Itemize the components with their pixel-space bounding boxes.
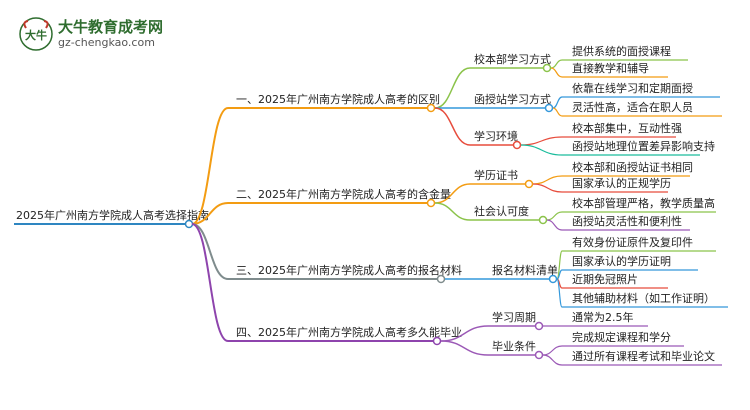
branch-1-child-2-label[interactable]: 函授站学习方式 [474, 92, 551, 106]
svg-text:大牛: 大牛 [25, 28, 47, 42]
leaf-label[interactable]: 通过所有课程考试和毕业论文 [572, 349, 715, 363]
branch-2-child-2-collapse-dot[interactable] [538, 215, 548, 225]
child-connector [434, 107, 471, 146]
branch-4-child-2-label[interactable]: 毕业条件 [492, 339, 536, 353]
leaf-connector [546, 219, 563, 231]
leaf-label[interactable]: 完成规定课程和学分 [572, 330, 671, 344]
branch-connector [191, 107, 229, 225]
branch-1-child-1-collapse-dot[interactable] [542, 63, 552, 73]
leaf-label[interactable]: 函授站地理位置差异影响支持 [572, 139, 715, 153]
branch-4-child-1-collapse-dot[interactable] [534, 321, 544, 331]
leaf-label[interactable]: 国家承认的正规学历 [572, 176, 671, 190]
leaf-connector [556, 278, 563, 308]
leaf-label[interactable]: 直接教学和辅导 [572, 61, 649, 75]
logo-url: gz-chengkao.com [58, 36, 155, 49]
child-connector [434, 67, 471, 109]
leaf-connector [542, 354, 563, 366]
leaf-connector [546, 211, 563, 221]
branch-1-collapse-dot[interactable] [426, 103, 436, 113]
branch-2-child-2-label[interactable]: 社会认可度 [474, 204, 529, 218]
leaf-label[interactable]: 依靠在线学习和定期面授 [572, 81, 693, 95]
branch-connector [191, 202, 229, 225]
branch-connector [191, 223, 229, 280]
leaf-label[interactable]: 有效身份证原件及复印件 [572, 235, 693, 249]
child-connector [440, 340, 489, 356]
bull-logo-icon: 大牛 [19, 17, 53, 51]
leaf-label[interactable]: 校本部集中，互动性强 [572, 121, 682, 135]
root-node-label[interactable]: 2025年广州南方学院成人高考选择指南 [16, 208, 209, 222]
leaf-label[interactable]: 国家承认的学历证明 [572, 254, 671, 268]
branch-2-collapse-dot[interactable] [426, 198, 436, 208]
branch-3-label[interactable]: 三、2025年广州南方学院成人高考的报名材料 [236, 263, 462, 277]
branch-connector [191, 223, 229, 342]
branch-4-collapse-dot[interactable] [432, 336, 442, 346]
branch-1-child-2-collapse-dot[interactable] [544, 103, 554, 113]
leaf-connector [542, 345, 563, 356]
leaf-connector [550, 67, 563, 78]
branch-3-child-1-label[interactable]: 报名材料清单 [492, 263, 558, 277]
branch-3-child-1-collapse-dot[interactable] [548, 274, 558, 284]
leaf-connector [520, 144, 563, 156]
leaf-label[interactable]: 校本部管理严格，教学质量高 [572, 196, 715, 210]
branch-1-child-1-label[interactable]: 校本部学习方式 [474, 52, 551, 66]
logo-title: 大牛教育成考网 [58, 18, 164, 36]
branch-2-child-1-collapse-dot[interactable] [524, 179, 534, 189]
leaf-label[interactable]: 其他辅助材料（如工作证明） [572, 291, 715, 305]
leaf-label[interactable]: 通常为2.5年 [572, 310, 634, 324]
child-connector [434, 183, 471, 204]
leaf-connector [552, 96, 563, 109]
branch-1-child-3-collapse-dot[interactable] [512, 140, 522, 150]
site-logo[interactable]: 大牛 大牛教育成考网 gz-chengkao.com [18, 14, 218, 54]
leaf-connector [552, 107, 563, 117]
branch-3-collapse-dot[interactable] [436, 274, 446, 284]
leaf-label[interactable]: 灵活性高，适合在职人员 [572, 100, 693, 114]
leaf-label[interactable]: 近期免冠照片 [572, 272, 638, 286]
branch-2-label[interactable]: 二、2025年广州南方学院成人高考的含金量 [236, 187, 451, 201]
leaf-label[interactable]: 函授站灵活性和便利性 [572, 214, 682, 228]
branch-4-child-2-collapse-dot[interactable] [534, 350, 544, 360]
branch-2-child-1-label[interactable]: 学历证书 [474, 168, 518, 182]
leaf-label[interactable]: 提供系统的面授课程 [572, 44, 671, 58]
branch-4-child-1-label[interactable]: 学习周期 [492, 310, 536, 324]
branch-4-label[interactable]: 四、2025年广州南方学院成人高考多久能毕业 [236, 325, 462, 339]
leaf-connector [550, 59, 563, 69]
leaf-connector [532, 175, 563, 185]
root-collapse-dot[interactable] [184, 219, 194, 229]
child-connector [434, 202, 471, 221]
leaf-connector [532, 183, 563, 193]
leaf-label[interactable]: 校本部和函授站证书相同 [572, 160, 693, 174]
leaf-connector [520, 136, 563, 146]
branch-1-child-3-label[interactable]: 学习环境 [474, 129, 518, 143]
branch-1-label[interactable]: 一、2025年广州南方学院成人高考的区别 [236, 92, 440, 106]
